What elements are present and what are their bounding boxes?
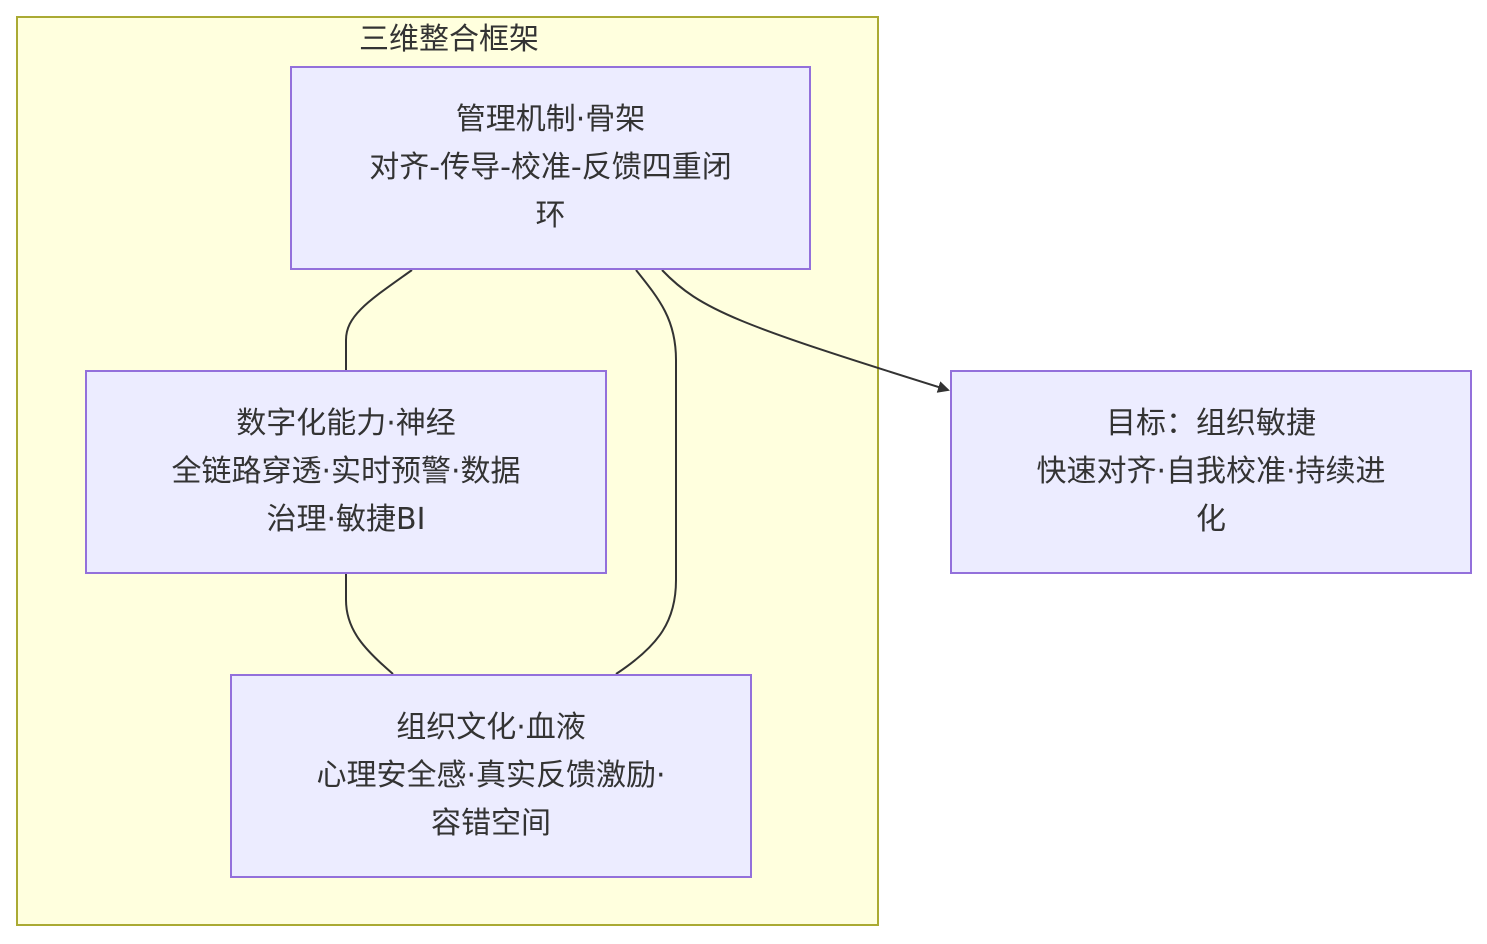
edge-management-digital xyxy=(345,269,413,370)
node-management-line-2: 对齐-传导-校准-反馈四重闭 xyxy=(369,150,732,185)
edge-management-goal xyxy=(661,269,950,393)
node-digital-line-2: 全链路穿透·实时预警·数据 xyxy=(171,454,521,489)
edge-management-culture xyxy=(615,269,677,675)
edge-digital-culture xyxy=(345,574,394,675)
node-goal-line-3: 化 xyxy=(1195,502,1226,537)
node-digital-line-1: 数字化能力·神经 xyxy=(236,406,456,441)
node-culture-line-2: 心理安全感·真实反馈激励· xyxy=(316,758,666,793)
node-digital[interactable]: 数字化能力·神经 全链路穿透·实时预警·数据 治理·敏捷BI xyxy=(85,370,607,574)
cluster-title: 三维整合框架 xyxy=(359,22,539,57)
node-management-line-3: 环 xyxy=(535,198,566,233)
node-management-line-1: 管理机制·骨架 xyxy=(455,102,646,137)
node-culture[interactable]: 组织文化·血液 心理安全感·真实反馈激励· 容错空间 xyxy=(230,674,752,878)
node-goal[interactable]: 目标：组织敏捷 快速对齐·自我校准·持续进 化 xyxy=(950,370,1472,574)
node-culture-line-1: 组织文化·血液 xyxy=(396,710,586,745)
node-goal-line-2: 快速对齐·自我校准·持续进 xyxy=(1036,454,1386,489)
node-management[interactable]: 管理机制·骨架 对齐-传导-校准-反馈四重闭 环 xyxy=(290,66,811,270)
node-goal-line-1: 目标：组织敏捷 xyxy=(1105,406,1316,441)
node-culture-line-3: 容错空间 xyxy=(430,806,551,841)
node-digital-line-3: 治理·敏捷BI xyxy=(266,502,426,537)
